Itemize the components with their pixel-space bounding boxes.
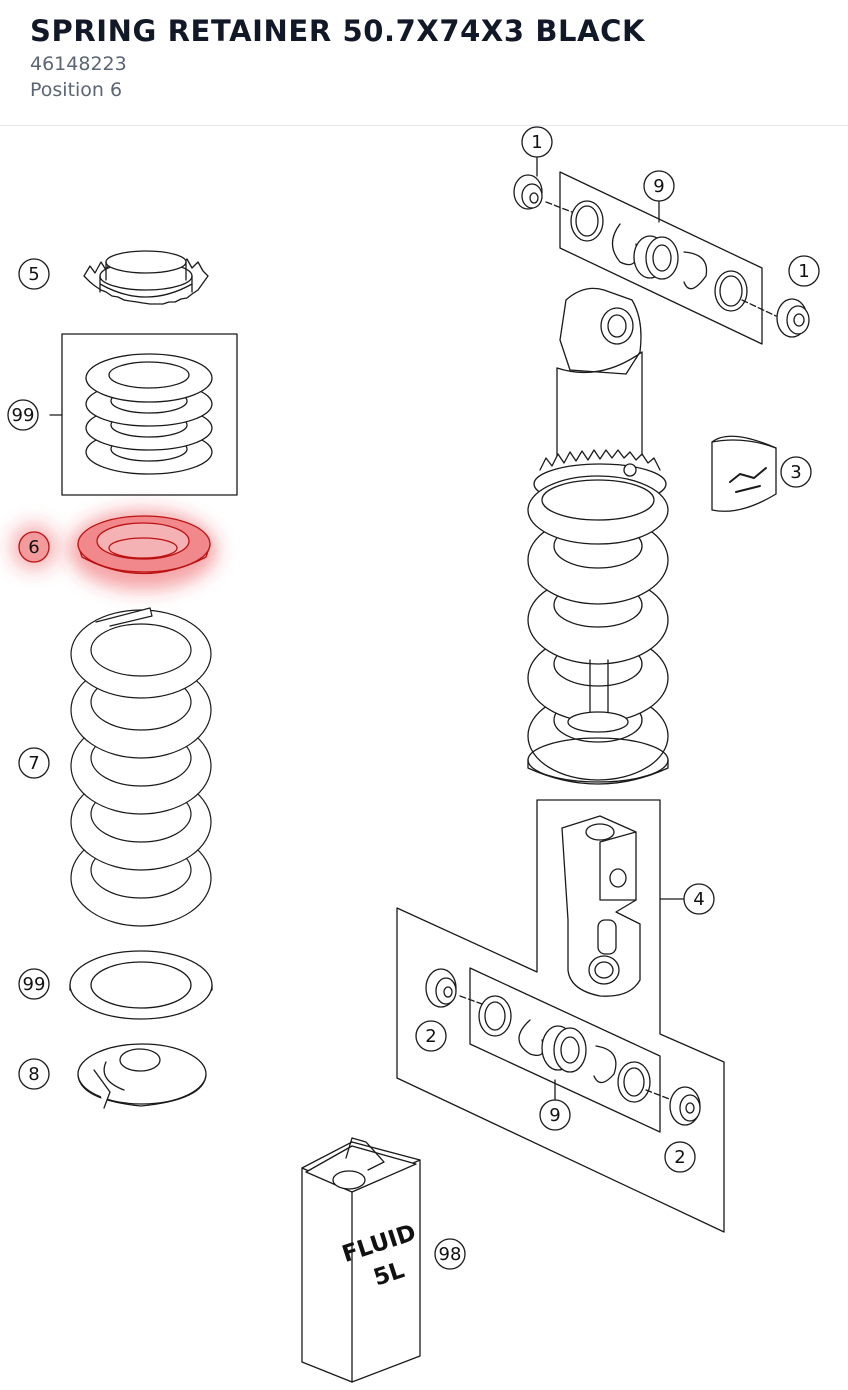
lower-bushing-box (469, 967, 661, 1133)
shock-absorber-part[interactable] (527, 287, 669, 785)
callout-99-bottom[interactable]: 99 (18, 968, 50, 1000)
callout-1-top[interactable]: 1 (521, 126, 553, 158)
callout-3-label: 3 (790, 462, 801, 483)
callout-2-right[interactable]: 2 (664, 1141, 696, 1173)
callout-99-bottom-label: 99 (23, 974, 46, 995)
callout-9-top-label: 9 (653, 176, 664, 197)
callout-1-right[interactable]: 1 (788, 255, 820, 287)
callout-5-label: 5 (28, 264, 39, 285)
callout-2-left[interactable]: 2 (415, 1020, 447, 1052)
callout-1-top-label: 1 (531, 132, 542, 153)
fluid-can-part[interactable] (301, 1137, 421, 1383)
main-spring-part[interactable] (70, 607, 212, 927)
bushing-set-part[interactable] (513, 174, 810, 338)
callout-9-bottom-label: 9 (549, 1105, 560, 1126)
bushing-set-box (559, 171, 763, 345)
callout-2-right-label: 2 (674, 1147, 685, 1168)
spring-retainer-highlight[interactable] (69, 510, 217, 590)
callout-1-right-label: 1 (798, 261, 809, 282)
callout-99-top-label: 99 (12, 405, 35, 426)
part-title: SPRING RETAINER 50.7X74X3 BLACK (30, 14, 646, 48)
callout-6-label: 6 (28, 537, 39, 558)
leader-lines (49, 155, 685, 1101)
sleeve-part[interactable] (711, 435, 777, 512)
part-number: 46148223 (30, 53, 127, 75)
callout-5[interactable]: 5 (18, 258, 50, 290)
callout-8-label: 8 (28, 1064, 39, 1085)
callout-4[interactable]: 4 (683, 883, 715, 915)
callout-2-left-label: 2 (425, 1026, 436, 1047)
callout-8[interactable]: 8 (18, 1058, 50, 1090)
washer-stack-part[interactable] (85, 353, 213, 475)
callout-6[interactable]: 6 (10, 523, 58, 571)
callout-9-top[interactable]: 9 (643, 170, 675, 202)
callout-98-label: 98 (439, 1244, 462, 1265)
callout-98[interactable]: 98 (434, 1238, 466, 1270)
callout-99-top[interactable]: 99 (7, 399, 39, 431)
part-header: SPRING RETAINER 50.7X74X3 BLACK 46148223… (0, 0, 848, 126)
callout-7[interactable]: 7 (18, 747, 50, 779)
adjuster-nut-part[interactable] (83, 250, 209, 305)
callout-9-bottom[interactable]: 9 (539, 1099, 571, 1131)
clevis-part[interactable] (561, 815, 641, 997)
part-position: Position 6 (30, 79, 123, 101)
lower-bushing-set-part[interactable] (425, 968, 701, 1126)
split-seat-part[interactable] (77, 1043, 207, 1109)
linkage-box (396, 799, 725, 1233)
callout-7-label: 7 (28, 753, 39, 774)
callout-4-label: 4 (693, 889, 704, 910)
callout-3[interactable]: 3 (780, 456, 812, 488)
flat-washer-part[interactable] (69, 950, 213, 1020)
